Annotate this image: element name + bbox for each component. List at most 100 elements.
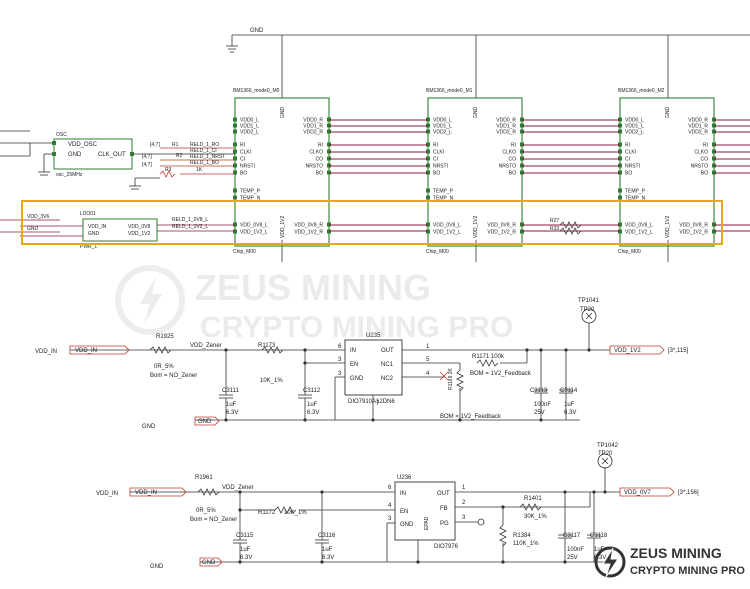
u236-part: DIO7976 <box>434 544 459 550</box>
chip-right-pin: NRSTO <box>691 164 709 170</box>
u235-r-series: R1173 <box>258 343 276 349</box>
chip-pin-marker <box>233 156 237 161</box>
chip-right-pin: VDD_0V8_R <box>294 223 323 229</box>
watermark-bolt-icon <box>115 265 185 335</box>
logo-line-1: ZEUS MINING <box>630 545 722 561</box>
chip-left-pin: CLKI <box>433 150 444 156</box>
cap-ref: C3117 <box>563 533 581 539</box>
u235-in-net: VDD_IN <box>35 349 57 355</box>
chip-left-pin: NRSTI <box>240 164 255 170</box>
osc-pin-vdd: VDD_OSC <box>68 142 98 148</box>
u236-gnd: GND <box>150 564 164 570</box>
ldo-block: LDO01 VDD_IN GND VDD_0V8 VDD_1V2 PWR_L V… <box>0 211 235 250</box>
u236-pin-out: OUT <box>437 491 450 497</box>
u235-labels: VDD_IN VDD_IN R1925 VDD_Zener 0R_5% Bom … <box>35 298 689 430</box>
chip-pin-marker <box>233 149 237 154</box>
chip-2: BM1366_mode0_M2Chip_M00GNDVDD_1V2VDD0_LV… <box>618 88 716 255</box>
u236-r-in-bom: Bom = NO_Zener <box>190 517 237 523</box>
chip-left-pin: VDD_1V2_L <box>433 230 461 236</box>
watermark-line-1: ZEUS MINING <box>195 267 431 308</box>
net-relay-bo: RELD_1_BO <box>190 160 219 166</box>
net-relay-nrst: RELD_1_NRST <box>190 154 225 160</box>
chip-left-pin: TEMP_P <box>625 189 646 195</box>
chip-title: BM1366_mode0_M2 <box>618 88 665 94</box>
cap-value: 100nF <box>567 547 584 553</box>
cap-ref: C3112 <box>303 388 321 394</box>
top-section <box>226 34 750 262</box>
chip-footer: Chip_M00 <box>618 249 641 255</box>
u236-ic: IN EN GND OUT FB PG EPAD 6 4 3 1 2 3 U23… <box>388 475 466 550</box>
u236-labels: VDD_IN VDD_IN R1961 VDD_Zener 0R_5% Bom … <box>96 443 699 570</box>
cap-voltage: 6.3V <box>594 555 606 561</box>
cap-ref: C3113 <box>530 388 548 394</box>
chip-right-pin: VDD0_R <box>303 118 323 124</box>
chip-1v2-pin: VDD_1V2 <box>665 216 671 238</box>
u235-pinnum-l3: 3 <box>338 371 342 377</box>
chip-right-pin: VDD0_R <box>496 118 516 124</box>
chip-pin-marker <box>233 129 237 134</box>
cap-voltage: 6.3V <box>226 410 238 416</box>
chip-left-pin: CI <box>433 157 438 163</box>
bridge-resistors: R27 R33 <box>550 218 582 235</box>
cap-ref: C3118 <box>590 533 608 539</box>
u236-ref: U236 <box>397 475 412 481</box>
u235-gnd: GND <box>142 424 156 430</box>
chip-right-pin: CLKO <box>694 150 708 156</box>
u235-pinnum-l1: 6 <box>338 344 342 350</box>
res-r3: R3 <box>165 167 172 173</box>
chip-gnd-pin: GND <box>665 107 671 119</box>
tag-1: [4,7] <box>150 142 160 148</box>
u236-pinnum-r1: 1 <box>462 485 466 491</box>
chip-right-pin: CO <box>509 157 517 163</box>
chip-left-pin: TEMP_P <box>433 189 454 195</box>
chip-left-pin: TEMP_P <box>240 189 261 195</box>
chip-right-pin: RI <box>703 143 708 149</box>
brand-logo: ZEUS MINING CRYPTO MINING PRO <box>592 540 748 584</box>
chip-left-pin: VDD2_L <box>240 130 259 136</box>
cap-voltage: 6.3V <box>322 555 334 561</box>
chip-right-pin: VDD2_R <box>688 130 708 136</box>
cap-voltage: 25V <box>567 555 578 561</box>
ldo-footer: PWR_L <box>80 244 97 250</box>
u235-capacitor-labels: C31111uF6.3VC31121uF6.3VC3113100nF25VC31… <box>222 388 578 416</box>
ldo-pin-0v8: VDD_0V8 <box>128 224 150 230</box>
u235-pinnum-r2: 5 <box>426 357 430 363</box>
u236-r-fb-val: 30K_1% <box>524 514 547 520</box>
chip-left-pin: VDD1_L <box>625 124 644 130</box>
chip-left-pin: VDD2_L <box>433 130 452 136</box>
chip-right-pin: RI <box>511 143 516 149</box>
u236-in-flag <box>129 487 187 497</box>
junction-dots <box>224 348 607 564</box>
u236-pinnum-l2: 4 <box>388 503 392 509</box>
u236-in-flag-text: VDD_IN <box>135 490 157 496</box>
chip-left-pin: CI <box>240 157 245 163</box>
chip-right-pin: CLKO <box>309 150 323 156</box>
input-vdd-label: VDD_3V6 <box>27 214 49 220</box>
chip-pin-marker <box>233 163 237 168</box>
ldo-pin-1v2: VDD_1V2 <box>128 231 150 237</box>
u235-r-in-bom: Bom = NO_Zener <box>150 373 197 379</box>
bolt-circle-icon <box>594 546 626 578</box>
res-1k: 1K <box>196 167 203 173</box>
chip-right-pin: VDD_1V2_R <box>679 230 708 236</box>
chip-left-pin: VDD0_L <box>625 118 644 124</box>
u235-out-flag <box>609 345 665 355</box>
chip-left-pin: NRSTI <box>433 164 448 170</box>
chip-group: BM1366_mode0_M0Chip_M00GNDVDD_1V2VDD0_LV… <box>233 88 716 255</box>
chip-left-pin: BO <box>240 171 247 177</box>
cap-ref: C3115 <box>236 533 254 539</box>
u236-zener-net: VDD_Zener <box>222 485 254 491</box>
chip-left-pin: TEMP_N <box>625 196 646 202</box>
chip-gnd-pin: GND <box>473 107 479 119</box>
chip-right-pin: VDD2_R <box>303 130 323 136</box>
chip-right-pin: VDD1_R <box>303 124 323 130</box>
u235-pinnum-b: 7 <box>376 401 380 407</box>
chip-left-pin: VDD2_L <box>625 130 644 136</box>
u236-r-fb: R1401 <box>524 496 542 502</box>
u235-gnd-flag-text: GND <box>198 419 212 425</box>
u235-ref: U235 <box>366 333 381 339</box>
watermark: ZEUS MINING CRYPTO MINING PRO <box>115 265 513 344</box>
chip-gnd-pin: GND <box>280 107 286 119</box>
u235-r-fb: R1171 100k <box>472 354 505 360</box>
